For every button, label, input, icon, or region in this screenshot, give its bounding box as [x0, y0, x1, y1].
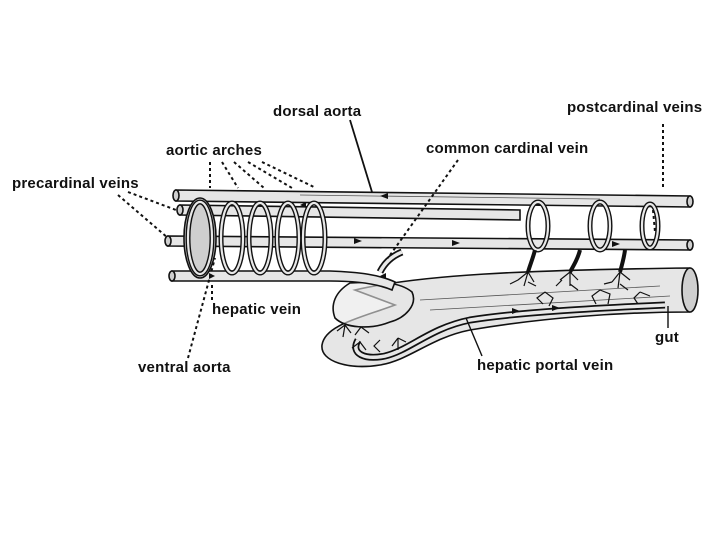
label-postcardinal-veins: postcardinal veins — [567, 99, 703, 116]
ventral-aorta-vessel — [168, 270, 397, 292]
label-precardinal-veins: precardinal veins — [12, 175, 139, 192]
liver-loop — [332, 281, 415, 328]
dorsal-aorta-vessel — [172, 189, 694, 208]
aortic-arches-group — [183, 197, 328, 279]
label-ventral-aorta: ventral aorta — [138, 359, 231, 376]
hepatic-portal-vein-vessel — [352, 301, 666, 361]
gut-branches — [526, 249, 627, 273]
label-gut: gut — [655, 329, 679, 346]
leader-lines — [117, 119, 669, 359]
label-hepatic-portal-vein: hepatic portal vein — [477, 357, 614, 374]
label-common-cardinal-vein: common cardinal vein — [426, 140, 589, 157]
hepatic-vein-vessel — [376, 248, 404, 274]
gut-cross-section — [681, 267, 699, 313]
label-dorsal-aorta: dorsal aorta — [273, 103, 362, 120]
segmental-vessels-group — [525, 199, 661, 253]
label-hepatic-vein: hepatic vein — [212, 301, 302, 318]
capillary-network — [336, 271, 651, 353]
label-aortic-arches: aortic arches — [166, 142, 262, 159]
